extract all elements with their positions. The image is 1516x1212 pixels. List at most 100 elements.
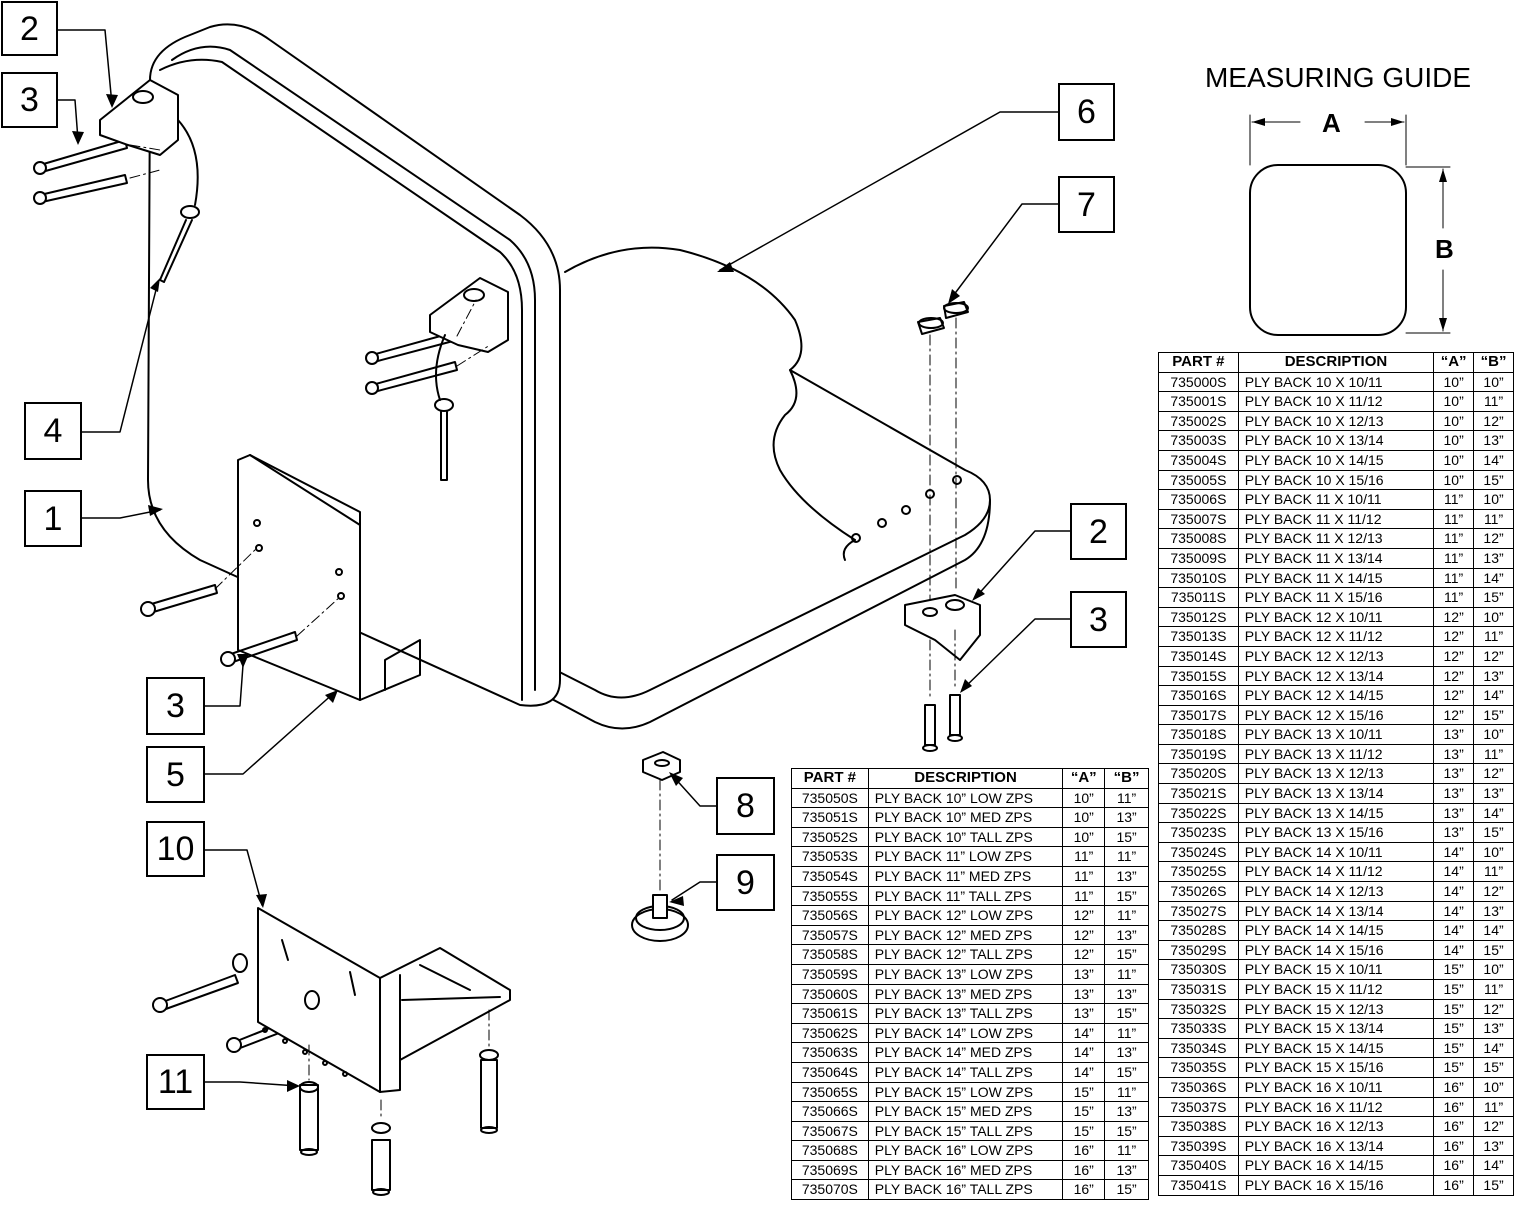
part-number-cell: 735059S — [791, 963, 869, 985]
dim-b-cell: 13” — [1473, 783, 1514, 804]
dim-b-cell: 13” — [1473, 665, 1514, 687]
dim-a-cell: 11” — [1062, 865, 1106, 887]
part-number-cell: 735064S — [791, 1061, 869, 1083]
table-header-row: PART # DESCRIPTION “A” “B” — [1158, 352, 1514, 373]
part-number-cell: 735001S — [1158, 391, 1239, 412]
header-b: “B” — [1473, 352, 1514, 373]
dim-a-cell: 12” — [1433, 665, 1475, 687]
dim-b-cell: 10” — [1473, 841, 1514, 863]
dim-a-cell: 14” — [1433, 920, 1475, 941]
part-number-cell: 735055S — [791, 885, 869, 907]
dim-a-cell: 12” — [1433, 704, 1475, 726]
dim-a-cell: 15” — [1433, 1057, 1475, 1078]
description-cell: PLY BACK 11 X 13/14 — [1237, 547, 1435, 569]
dim-b-cell: 10” — [1473, 1076, 1514, 1098]
dim-b-cell: 15” — [1104, 1061, 1149, 1083]
description-cell: PLY BACK 10 X 12/13 — [1237, 410, 1435, 432]
description-cell: PLY BACK 13 X 11/12 — [1237, 743, 1435, 765]
dim-a-cell: 11” — [1433, 587, 1475, 608]
dim-b-cell: 14” — [1473, 685, 1514, 706]
part-number-cell: 735057S — [791, 924, 869, 946]
part-number-cell: 735013S — [1158, 626, 1239, 647]
dim-b-cell: 13” — [1473, 900, 1514, 922]
dim-a-cell: 12” — [1433, 685, 1475, 706]
dim-b-cell: 15” — [1473, 704, 1514, 726]
part-number-cell: 735023S — [1158, 822, 1239, 843]
dim-a-cell: 13” — [1433, 724, 1475, 745]
description-cell: PLY BACK 16” MED ZPS — [867, 1159, 1064, 1181]
part-number-cell: 735058S — [791, 944, 869, 965]
dim-a-cell: 15” — [1433, 1037, 1475, 1059]
callout-3-right: 3 — [1070, 591, 1127, 648]
description-cell: PLY BACK 13” MED ZPS — [867, 983, 1064, 1005]
dim-a-cell: 11” — [1433, 489, 1475, 510]
dim-b-cell: 15” — [1104, 1120, 1149, 1142]
part-number-cell: 735011S — [1158, 587, 1239, 608]
part-number-cell: 735025S — [1158, 861, 1239, 883]
dim-a-cell: 14” — [1433, 841, 1475, 863]
dim-b-cell: 15” — [1473, 469, 1514, 491]
description-cell: PLY BACK 15 X 11/12 — [1237, 979, 1435, 1000]
part-number-cell: 735008S — [1158, 528, 1239, 549]
dim-a-cell: 13” — [1062, 983, 1106, 1005]
dim-a-cell: 13” — [1433, 822, 1475, 843]
callout-10: 10 — [146, 821, 205, 877]
description-cell: PLY BACK 12 X 12/13 — [1237, 645, 1435, 667]
header-description: DESCRIPTION — [1237, 352, 1435, 373]
part-number-cell: 735065S — [791, 1081, 869, 1103]
dim-b-cell: 13” — [1473, 1135, 1514, 1157]
dim-a-cell: 12” — [1433, 626, 1475, 647]
dim-a-cell: 15” — [1433, 998, 1475, 1020]
dim-b-cell: 10” — [1473, 959, 1514, 980]
part-number-cell: 735068S — [791, 1140, 869, 1161]
part-number-cell: 735019S — [1158, 743, 1239, 765]
measuring-guide-title: MEASURING GUIDE — [1204, 62, 1472, 93]
description-cell: PLY BACK 16 X 14/15 — [1237, 1155, 1435, 1176]
description-cell: PLY BACK 10 X 11/12 — [1237, 391, 1435, 412]
part-number-cell: 735021S — [1158, 783, 1239, 804]
dim-b-cell: 11” — [1473, 979, 1514, 1000]
dim-b-cell: 15” — [1473, 1174, 1514, 1196]
part-number-cell: 735034S — [1158, 1037, 1239, 1059]
dim-b-cell: 13” — [1104, 1042, 1149, 1063]
description-cell: PLY BACK 11 X 11/12 — [1237, 508, 1435, 530]
description-cell: PLY BACK 15 X 15/16 — [1237, 1057, 1435, 1078]
dim-b-cell: 11” — [1104, 846, 1149, 867]
part-number-cell: 735069S — [791, 1159, 869, 1181]
part-number-cell: 735000S — [1158, 371, 1239, 393]
header-part: PART # — [1158, 352, 1239, 373]
dim-b-cell: 14” — [1473, 449, 1514, 471]
part-number-cell: 735033S — [1158, 1018, 1239, 1039]
description-cell: PLY BACK 12 X 10/11 — [1237, 606, 1435, 628]
part-number-cell: 735041S — [1158, 1174, 1239, 1196]
part-number-cell: 735010S — [1158, 567, 1239, 589]
description-cell: PLY BACK 10” TALL ZPS — [867, 826, 1064, 848]
description-cell: PLY BACK 12” TALL ZPS — [867, 944, 1064, 965]
dim-a-cell: 12” — [1062, 905, 1106, 926]
dim-b-cell: 13” — [1473, 430, 1514, 451]
guide-label-a: A — [1322, 108, 1341, 138]
dim-b-cell: 15” — [1104, 1003, 1149, 1024]
callout-1: 1 — [24, 490, 82, 547]
bolts — [33, 139, 963, 1196]
dim-a-cell: 13” — [1433, 763, 1475, 785]
dim-a-cell: 14” — [1433, 939, 1475, 961]
description-cell: PLY BACK 11 X 10/11 — [1237, 489, 1435, 510]
dim-b-cell: 11” — [1104, 1140, 1149, 1161]
